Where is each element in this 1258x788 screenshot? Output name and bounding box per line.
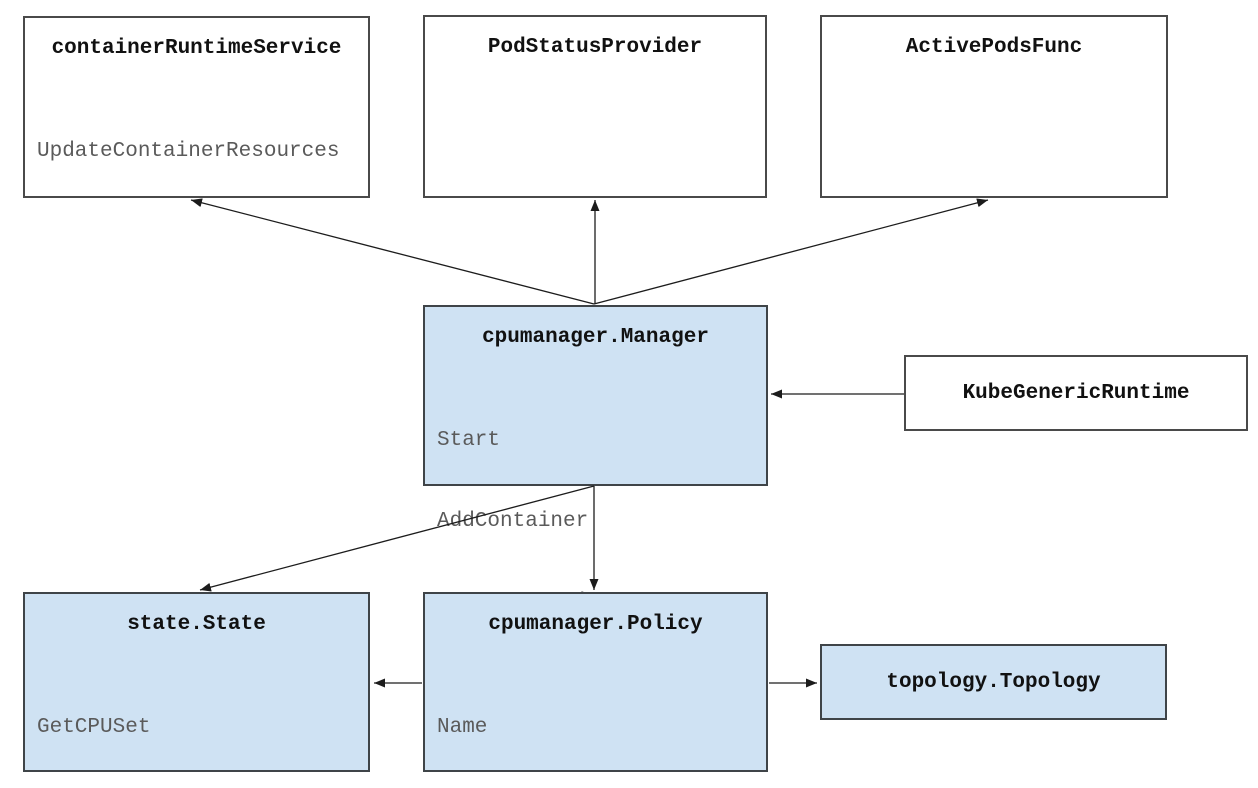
node-cpumanager-policy: cpumanager.Policy Name AddContainer Remo…: [423, 592, 768, 772]
node-kube-generic-runtime: KubeGenericRuntime: [904, 355, 1248, 431]
node-title: state.State: [127, 613, 266, 636]
node-title: cpumanager.Manager: [482, 326, 709, 349]
node-methods: UpdateContainerResources: [25, 84, 368, 219]
node-title: PodStatusProvider: [487, 36, 703, 59]
node-methods: Name AddContainer RemoveContainer: [425, 660, 766, 788]
node-title: containerRuntimeService: [51, 37, 342, 60]
edge-manager-to-active-pods-func: [593, 198, 989, 305]
node-methods: GetCPUSet GetDefaultCPUSet SetCPUSet Set…: [25, 660, 368, 788]
node-topology-topology: topology.Topology: [820, 644, 1167, 720]
method-item: UpdateContainerResources: [37, 140, 340, 163]
node-title: topology.Topology: [886, 670, 1101, 694]
method-item: Name: [437, 716, 488, 739]
node-pod-status-provider: PodStatusProvider: [423, 15, 767, 198]
node-active-pods-func: ActivePodsFunc: [820, 15, 1168, 198]
method-item: AddContainer: [437, 510, 589, 533]
node-cpumanager-manager: cpumanager.Manager Start AddContainer Re…: [423, 305, 768, 695]
node-title: KubeGenericRuntime: [962, 381, 1190, 405]
node-container-runtime-service: containerRuntimeService UpdateContainerR…: [23, 16, 370, 198]
node-state-state: state.State GetCPUSet GetDefaultCPUSet S…: [23, 592, 370, 772]
node-title: cpumanager.Policy: [488, 613, 703, 636]
method-item: Start: [437, 429, 501, 452]
method-item: GetCPUSet: [37, 716, 151, 739]
node-title: ActivePodsFunc: [905, 36, 1083, 59]
